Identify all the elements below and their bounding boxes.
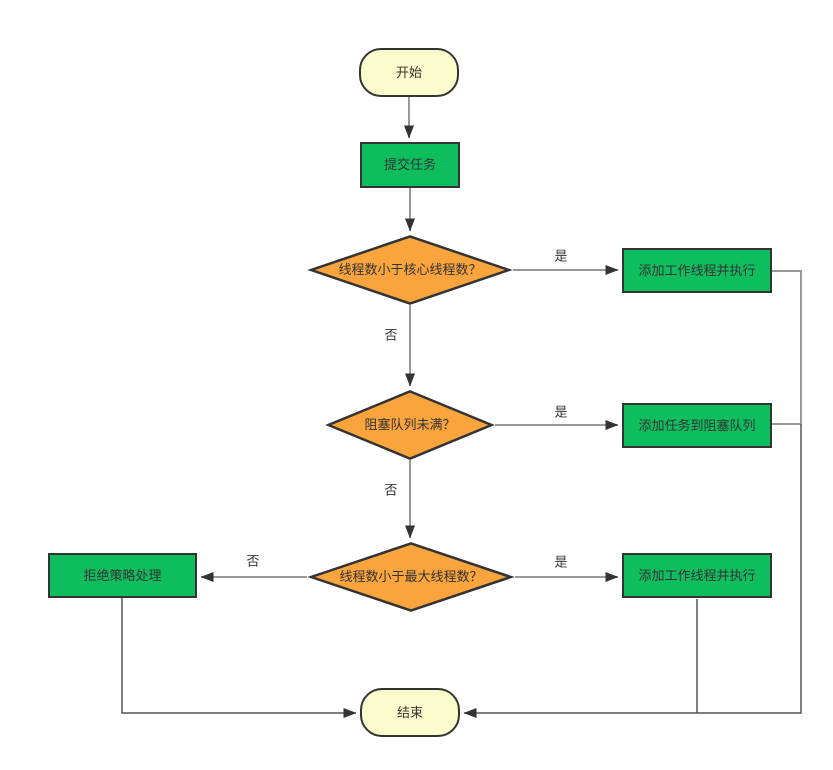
process-add-task-to-queue: 添加任务到阻塞队列	[622, 403, 772, 448]
process-add-worker-top: 添加工作线程并执行	[622, 248, 772, 293]
edge-merged-to-end	[463, 424, 802, 718]
start-node: 开始	[359, 48, 459, 97]
end-node: 结束	[360, 688, 460, 737]
edge-label-core-no: 否	[384, 327, 398, 343]
decision-max-threads: 线程数小于最大线程数？	[307, 542, 515, 612]
diamond-shape	[307, 542, 515, 612]
add-task-to-queue-label: 添加任务到阻塞队列	[638, 417, 756, 433]
edge-label-queue-yes: 是	[554, 404, 568, 420]
edge-label-max-yes: 是	[554, 554, 568, 570]
edge-label-queue-no: 否	[384, 482, 398, 498]
decision-queue-label: 阻塞队列未满？	[364, 417, 456, 433]
decision-queue-not-full: 阻塞队列未满？	[325, 390, 495, 460]
edge-reject-to-end	[121, 598, 357, 718]
reject-policy-label: 拒绝策略处理	[83, 567, 162, 583]
process-submit-task: 提交任务	[360, 142, 460, 188]
submit-task-label: 提交任务	[383, 157, 436, 173]
decision-core-threads: 线程数小于核心线程数？	[307, 235, 513, 305]
edge-label-core-yes: 是	[554, 248, 568, 264]
edge-add-worker-top-out	[772, 270, 802, 424]
process-reject-policy: 拒绝策略处理	[48, 553, 197, 598]
start-node-label: 开始	[395, 64, 422, 80]
diamond-shape	[307, 235, 513, 305]
decision-core-threads-label: 线程数小于核心线程数？	[338, 262, 482, 278]
add-worker-bottom-label: 添加工作线程并执行	[638, 567, 756, 583]
decision-max-threads-label: 线程数小于最大线程数？	[339, 569, 483, 585]
add-worker-top-label: 添加工作线程并执行	[638, 262, 756, 278]
diamond-shape	[325, 390, 495, 460]
end-node-label: 结束	[396, 704, 423, 720]
edge-label-max-no: 否	[246, 553, 260, 569]
process-add-worker-bottom: 添加工作线程并执行	[622, 553, 772, 598]
